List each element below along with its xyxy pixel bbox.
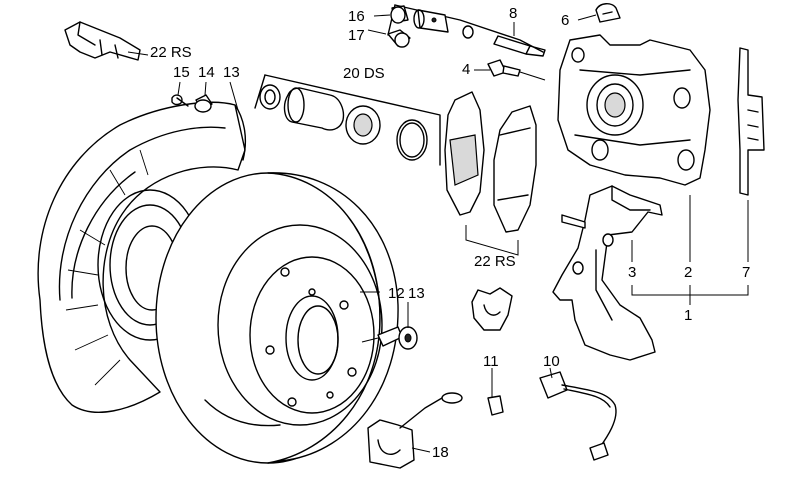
callout-20-ds: 20 DS bbox=[343, 65, 385, 82]
callout-13: 13 bbox=[223, 64, 240, 81]
disc-bolt bbox=[361, 326, 418, 350]
caliper-carrier bbox=[552, 185, 663, 361]
bleeder-cap bbox=[595, 3, 621, 23]
callout-19: 22 RS bbox=[150, 44, 192, 61]
brake-caliper bbox=[557, 34, 711, 186]
callout-8: 8 bbox=[509, 5, 518, 22]
callout-7: 7 bbox=[742, 264, 751, 281]
leader-lines bbox=[127, 14, 749, 453]
callout-10: 11 bbox=[483, 353, 499, 370]
sensor-holder bbox=[367, 392, 463, 469]
callout-16: 16 bbox=[348, 8, 365, 25]
callout-17: 17 bbox=[348, 27, 365, 44]
callout-14: 14 bbox=[198, 64, 215, 81]
callout-1: 1 bbox=[684, 307, 693, 324]
callout-9: 10 bbox=[543, 353, 560, 370]
anti-rattle-spring bbox=[737, 47, 765, 196]
callout-11: 12 bbox=[388, 285, 405, 302]
brake-pad-set bbox=[444, 91, 537, 256]
retaining-clip bbox=[64, 21, 141, 61]
callout-2: 2 bbox=[684, 264, 693, 281]
shield-screw bbox=[171, 94, 213, 113]
callout-22-rs: 22 RS bbox=[474, 253, 516, 270]
brake-disc bbox=[155, 172, 399, 464]
callout-4: 4 bbox=[462, 61, 471, 78]
callout-18: 18 bbox=[432, 444, 449, 461]
callout-12: 13 bbox=[408, 285, 425, 302]
callout-3: 3 bbox=[628, 264, 637, 281]
bleeder-screw bbox=[487, 59, 546, 81]
wear-sensor bbox=[539, 371, 617, 461]
guide-bolt-parts bbox=[387, 4, 546, 57]
sensor-clip bbox=[471, 287, 513, 416]
callout-6: 6 bbox=[561, 12, 570, 29]
callout-15: 15 bbox=[173, 64, 190, 81]
caliper-seal-kit bbox=[254, 74, 441, 166]
